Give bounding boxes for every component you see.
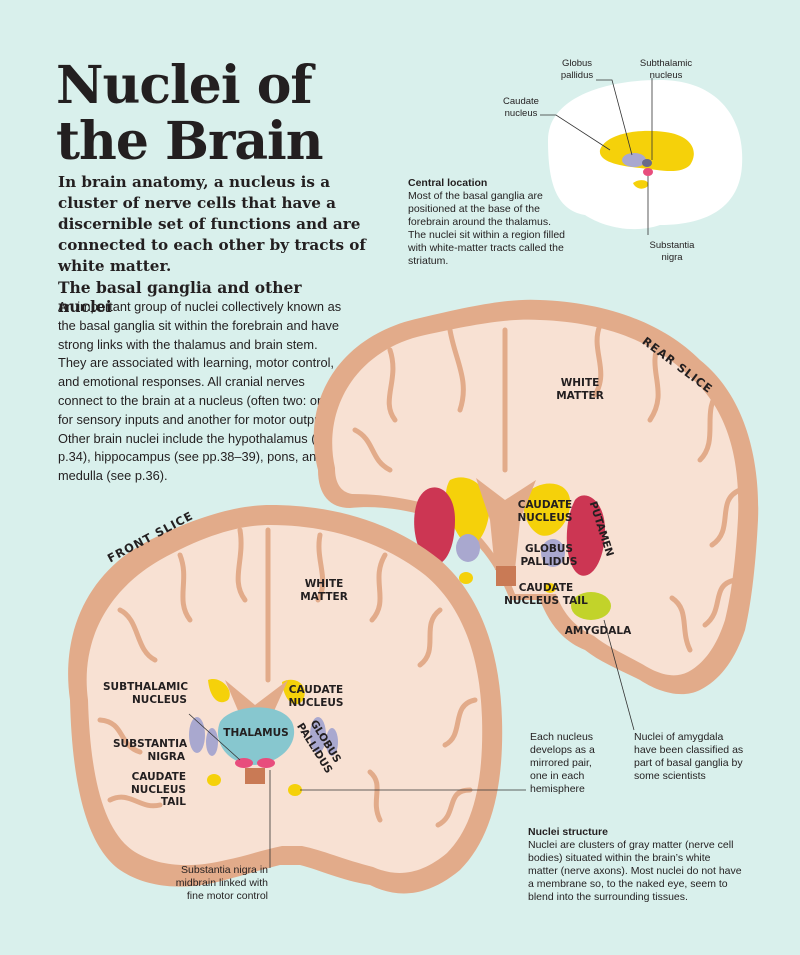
rear-globus-left <box>456 534 480 562</box>
nuclei-structure-note: Nuclei structure Nuclei are clusters of … <box>528 826 742 904</box>
front-white-matter-label: WHITE MATTER <box>300 578 348 603</box>
rear-caudate-tail-left <box>459 572 473 584</box>
front-globus-left-1 <box>189 717 205 753</box>
intro-text: In brain anatomy, a nucleus is a cluster… <box>58 173 366 275</box>
rear-brainstem <box>496 566 516 586</box>
front-brainstem <box>245 768 265 784</box>
central-location-note: Central location Most of the basal gangl… <box>408 177 568 268</box>
mini-label-substantia-nigra: Substantia nigra <box>649 240 695 263</box>
front-substantia-nigra-right <box>257 758 275 768</box>
mini-globus-icon <box>622 153 646 167</box>
rear-ventricle <box>476 478 536 570</box>
rear-caudate-tail-label: CAUDATE NUCLEUS TAIL <box>504 582 588 607</box>
front-caudate-label: CAUDATE NUCLEUS <box>288 684 344 709</box>
rear-putamen-left <box>414 487 455 565</box>
mini-tail-icon <box>633 180 649 189</box>
mini-label-caudate: Caudate nucleus <box>503 96 539 119</box>
front-subthalamic-area <box>208 679 230 703</box>
nuclei-structure-body: Nuclei are clusters of gray matter (nerv… <box>528 839 742 903</box>
front-caudate-right <box>282 679 305 705</box>
rear-caudate-right <box>523 483 571 536</box>
rear-globus-label: GLOBUS PALLIDUS <box>520 543 578 568</box>
page-title: Nuclei of the Brain <box>56 58 416 170</box>
basal-body: An important group of nuclei collectivel… <box>58 299 342 484</box>
basal-heading: The basal ganglia and other nuclei <box>58 278 302 316</box>
rear-caudate-tail-right <box>544 583 556 593</box>
mirrored-pair-note: Each nucleus develops as a mirrored pair… <box>530 731 595 795</box>
mini-subthalamic-icon <box>642 159 652 167</box>
front-globus-right-2 <box>326 728 338 756</box>
substantia-nigra-note: Substantia nigra in midbrain linked with… <box>175 864 268 902</box>
rear-amygdala <box>571 592 611 620</box>
rear-caudate-label: CAUDATE NUCLEUS <box>517 499 573 524</box>
mini-nigra-icon <box>643 168 653 176</box>
amygdala-note: Nuclei of amygdala have been classified … <box>634 731 744 782</box>
front-globus-left-2 <box>206 728 218 756</box>
nuclei-structure-heading: Nuclei structure <box>528 826 608 838</box>
front-subthalamic-label: SUBTHALAMIC NUCLEUS <box>103 681 189 706</box>
front-caudate-tail-label: CAUDATE NUCLEUS TAIL <box>131 771 186 808</box>
mini-label-subthalamic: Subthalamic nucleus <box>639 58 693 81</box>
rear-caudate-left <box>445 477 490 544</box>
central-location-heading: Central location <box>408 177 488 189</box>
front-substantia-nigra-label: SUBSTANTIA NIGRA <box>113 738 188 763</box>
front-substantia-nigra-left <box>235 758 253 768</box>
central-location-body: Most of the basal ganglia are positioned… <box>408 190 565 267</box>
title-line-2: the Brain <box>56 111 324 172</box>
front-caudate-tail-left <box>207 774 221 786</box>
rear-slice <box>313 299 759 731</box>
rear-putamen-right <box>566 495 605 576</box>
mini-label-globus-pallidus: Globus pallidus <box>560 58 594 81</box>
title-line-1: Nuclei of <box>56 55 313 116</box>
mini-brain-diagram <box>540 78 743 235</box>
front-thalamus <box>217 707 295 765</box>
rear-amygdala-label: AMYGDALA <box>564 625 632 637</box>
rear-white-matter-label: WHITE MATTER <box>556 377 604 402</box>
front-caudate-tail-right <box>288 784 302 796</box>
front-slice <box>68 505 526 894</box>
front-thalamus-label: THALAMUS <box>223 727 289 739</box>
rear-globus-right <box>541 539 565 567</box>
front-globus-right-1 <box>310 717 326 753</box>
